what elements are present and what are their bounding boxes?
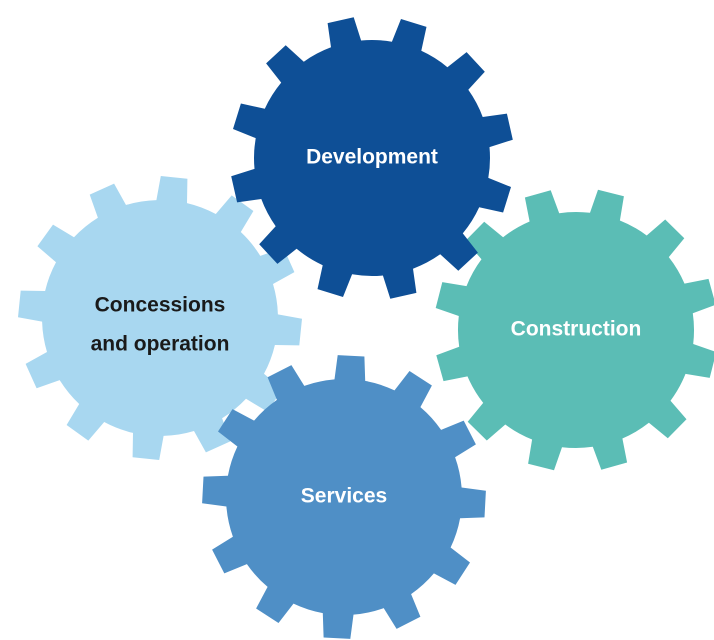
gear-services-shape <box>202 355 486 639</box>
gear-concessions-shape <box>18 176 302 460</box>
gear-development-label-0: Development <box>306 146 438 169</box>
gear-concessions-label-1: and operation <box>91 333 230 356</box>
gear-development-shape <box>231 17 513 299</box>
gear-construction: Construction <box>435 189 714 471</box>
gear-services: Services <box>202 355 486 639</box>
gear-development: Development <box>231 17 513 299</box>
gear-concessions-label-0: Concessions <box>95 294 226 317</box>
gear-construction-shape <box>435 189 714 471</box>
gear-concessions: Concessions and operation <box>18 176 302 460</box>
gear-services-label-0: Services <box>301 485 387 508</box>
gear-construction-label-0: Construction <box>511 318 642 341</box>
